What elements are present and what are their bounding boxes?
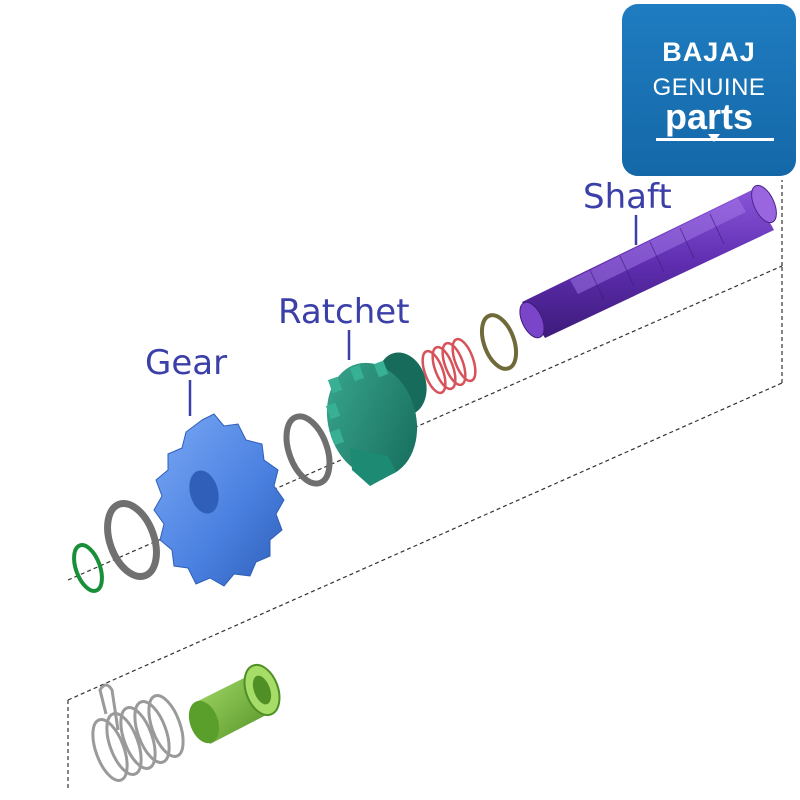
bajaj-genuine-parts-logo: BAJAJ GENUINE parts — [622, 4, 796, 176]
gear-circlip-part — [72, 543, 104, 593]
shaft-label: Shaft — [583, 177, 672, 217]
gear-label: Gear — [145, 343, 228, 383]
ratchet-part — [325, 352, 427, 486]
logo-underline-dip — [708, 134, 720, 142]
washer-part — [104, 500, 160, 580]
return-spring-part — [91, 683, 185, 782]
shaft-part — [519, 184, 777, 339]
gear-part — [153, 413, 285, 587]
ratchet-spring-part — [421, 337, 477, 395]
logo-parts-text: parts — [664, 96, 754, 137]
bushing-part — [188, 663, 281, 744]
thrust-washer-part — [283, 413, 333, 487]
ratchet-label: Ratchet — [278, 292, 410, 332]
leader-lines — [188, 215, 638, 416]
circlip-part — [479, 313, 519, 371]
logo-brand-text: BAJAJ — [662, 37, 756, 67]
logo-genuine-text: GENUINE — [652, 74, 766, 101]
